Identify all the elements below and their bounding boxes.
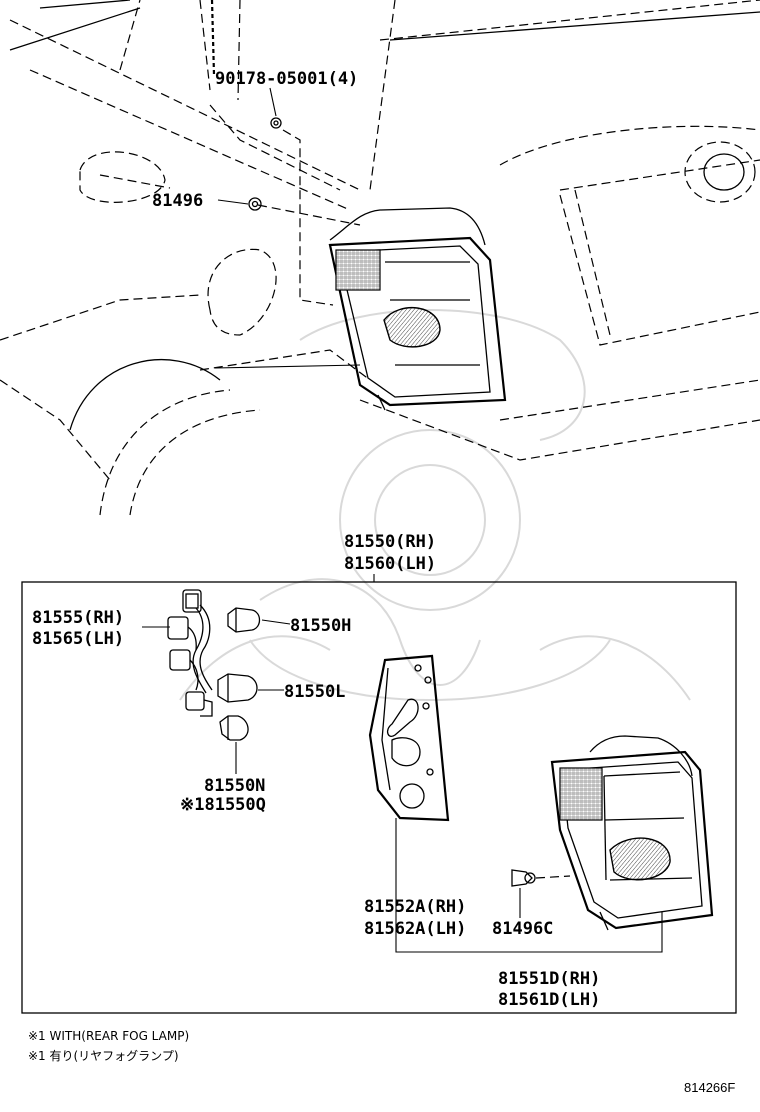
- callout-gasket-lh: 81562A(LH): [364, 919, 466, 939]
- callout-bulb-l: 81550L: [284, 682, 345, 702]
- watermark-emblem: [179, 309, 691, 701]
- tail-lamp-lens: [550, 735, 714, 931]
- diagram-code: 814266F: [684, 1080, 735, 1095]
- grommet-icon: [248, 197, 262, 211]
- callout-lens-lh: 81561D(LH): [498, 990, 600, 1010]
- footnote-jp: ※1 有り(リヤフォグランプ): [28, 1049, 179, 1063]
- callout-bulb-n: 81550N: [204, 776, 265, 796]
- vehicle-rear-view: [0, 0, 760, 516]
- socket-wire-harness: [167, 589, 213, 717]
- footnote-en: ※1 WITH(REAR FOG LAMP): [28, 1029, 189, 1043]
- callout-bulb-h: 81550H: [290, 616, 351, 636]
- grommet-c-icon: [511, 869, 536, 887]
- callout-lens-rh: 81551D(RH): [498, 969, 600, 989]
- screw-icon: [270, 117, 282, 129]
- callout-gasket-rh: 81552A(RH): [364, 897, 466, 917]
- gasket-plate: [368, 654, 450, 822]
- callout-grommet: 81496: [152, 191, 203, 211]
- callout-bulb-q: ※181550Q: [180, 795, 266, 815]
- callout-socket-lh: 81565(LH): [32, 629, 124, 649]
- callout-assembly-lh: 81560(LH): [344, 554, 436, 574]
- bulb-n-icon: [219, 715, 249, 741]
- callout-screw: 90178-05001(4): [215, 69, 358, 89]
- bulb-l-icon: [217, 673, 258, 703]
- bulb-h-icon: [227, 607, 261, 633]
- callout-assembly-rh: 81550(RH): [344, 532, 436, 552]
- callout-grommet-c: 81496C: [492, 919, 553, 939]
- callout-socket-rh: 81555(RH): [32, 608, 124, 628]
- parts-box: [21, 581, 737, 1014]
